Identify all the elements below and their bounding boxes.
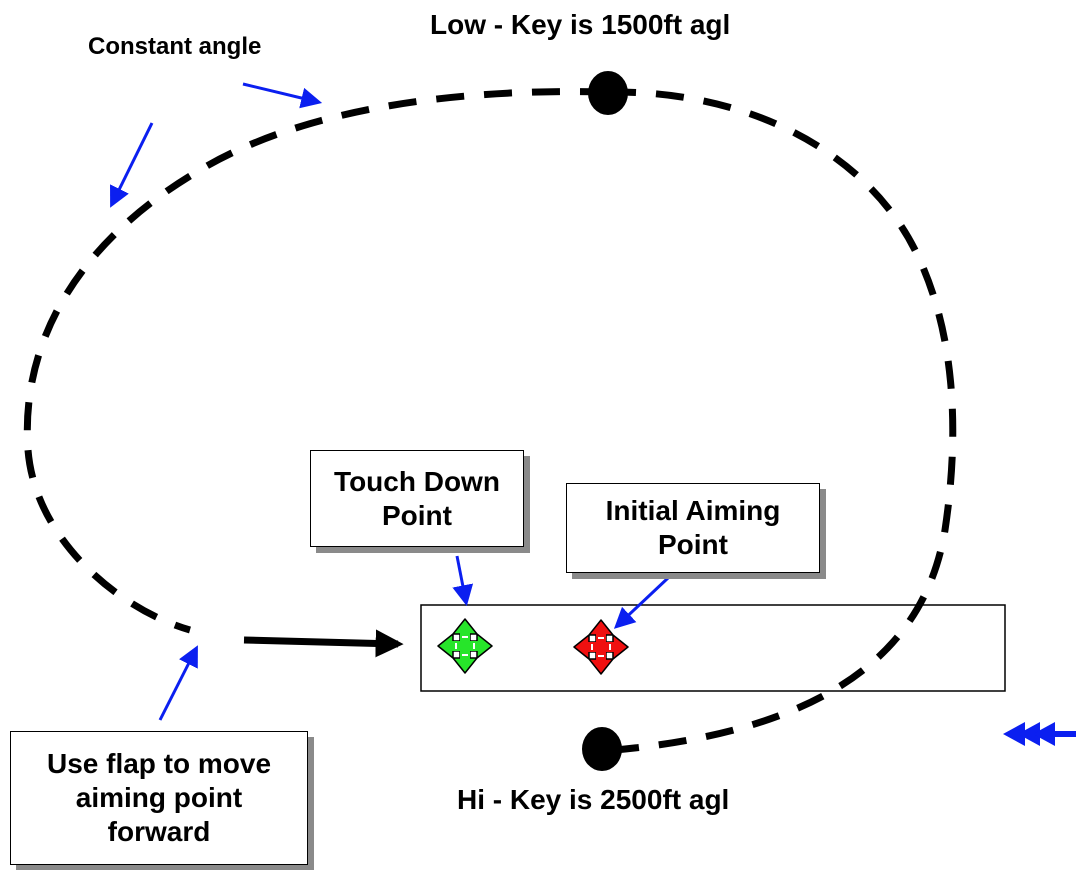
aiming-point-pointer-arrow	[613, 576, 670, 629]
initial-aiming-line-1: Initial Aiming	[605, 495, 781, 526]
low-key-point	[588, 71, 628, 115]
use-flap-line-2: aiming point	[75, 782, 243, 813]
low-key-label: Low - Key is 1500ft agl	[430, 9, 731, 40]
touch-down-marker-icon	[437, 618, 493, 674]
hi-key-label: Hi - Key is 2500ft agl	[457, 784, 730, 815]
circuit-pattern-path-right	[607, 88, 957, 754]
touch-down-line-2: Point	[382, 499, 452, 531]
use-flap-line-1: Use flap to move	[46, 748, 272, 779]
final-approach-arrow	[243, 629, 404, 658]
use-flap-line-3: forward	[107, 816, 211, 847]
touch-down-line-1: Touch Down	[334, 465, 500, 497]
runway	[420, 604, 1006, 692]
touch-down-pointer-arrow	[452, 555, 474, 607]
wind-icon	[1003, 722, 1076, 746]
constant-angle-label: Constant angle	[88, 33, 262, 60]
constant-angle-arrow-1	[242, 82, 323, 109]
aiming-point-marker-icon	[573, 619, 629, 675]
touch-down-callout: Touch Down Point	[310, 450, 524, 547]
circuit-pattern-path	[23, 88, 609, 634]
initial-aiming-line-2: Point	[658, 529, 728, 560]
use-flap-callout: Use flap to move aiming point forward	[10, 731, 308, 865]
initial-aiming-callout: Initial Aiming Point	[566, 483, 820, 573]
constant-angle-arrow-2	[110, 122, 154, 208]
hi-key-point	[582, 727, 622, 771]
flap-pointer-arrow	[158, 645, 198, 721]
